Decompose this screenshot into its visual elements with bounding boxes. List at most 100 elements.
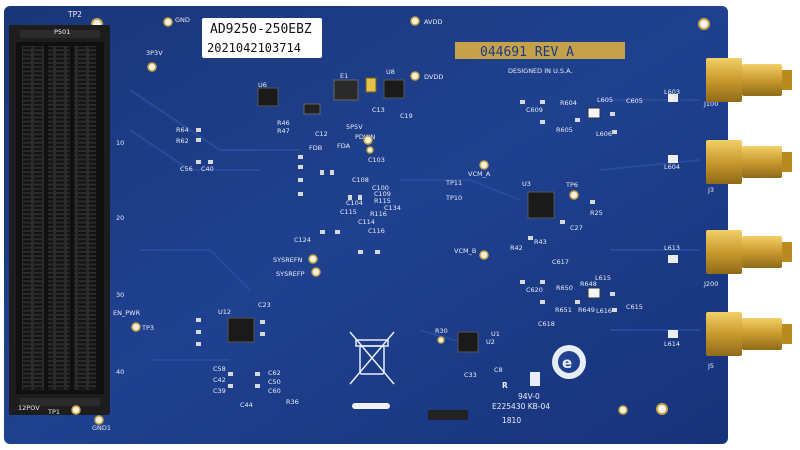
- en-pwr-label: EN_PWR: [113, 309, 141, 317]
- board-marking: [428, 410, 468, 420]
- r648-label: R648: [580, 280, 597, 288]
- p501-label: P501: [54, 28, 70, 36]
- c100-label: C100: [372, 184, 389, 192]
- r36-label: R36: [286, 398, 299, 406]
- u8-label: U8: [386, 68, 395, 76]
- r47-label: R47: [277, 127, 290, 135]
- r651-label: R651: [555, 306, 572, 314]
- vcm-b-label: VCM_B: [454, 247, 476, 255]
- silkscreen-labels: TP2 P501 GND AVDD DVDD 3P3V 5P5V PDWN FD…: [18, 10, 718, 432]
- tp6-label: TP6: [565, 181, 578, 189]
- ul-file: E225430 KB-04: [492, 402, 550, 411]
- l614-label: L614: [664, 340, 680, 348]
- r42-label: R42: [510, 244, 523, 252]
- integrated-circuits: [227, 77, 678, 353]
- c103-label: C103: [368, 156, 385, 164]
- c58-label: C58: [213, 365, 226, 373]
- c8-label: C8: [494, 366, 503, 374]
- u6-label: U6: [258, 81, 267, 89]
- sma-connector-j200: [706, 230, 792, 274]
- c12-label: C12: [315, 130, 328, 138]
- c617-label: C617: [552, 258, 569, 266]
- 5p5v-label: 5P5V: [346, 123, 363, 131]
- c33-label: C33: [464, 371, 477, 379]
- r605-label: R605: [556, 126, 573, 134]
- product-name: AD9250-250EBZ: [210, 22, 312, 37]
- u6-chip: [257, 87, 279, 107]
- l616-label: L616: [596, 307, 612, 315]
- sysrefp-label: SYSREFP: [276, 270, 305, 278]
- u3-label: U3: [522, 180, 531, 188]
- c609-label: C609: [526, 106, 543, 114]
- sma-connector-j3: [706, 140, 792, 184]
- c62-label: C62: [268, 369, 281, 377]
- fmc-connector: [9, 25, 110, 415]
- r43-label: R43: [534, 238, 547, 246]
- r604-label: R604: [560, 99, 577, 107]
- r116-label: R116: [370, 210, 387, 218]
- r62-label: R62: [176, 137, 189, 145]
- pin10-label: 10: [116, 139, 124, 147]
- c44-label: C44: [240, 401, 253, 409]
- avdd-label: AVDD: [424, 18, 443, 26]
- serial-number: 2021042103714: [207, 41, 301, 55]
- r649-label: R649: [578, 306, 595, 314]
- e1-inductor: [333, 79, 359, 101]
- tp1-label: TP1: [47, 408, 60, 416]
- recycle-e-icon: e: [552, 345, 586, 379]
- gnd1-label: GND1: [92, 424, 111, 432]
- c116-label: C116: [368, 227, 385, 235]
- 3p3v-label: 3P3V: [146, 49, 163, 57]
- c104-label: C104: [346, 199, 363, 207]
- tp11-label: TP11: [445, 179, 462, 187]
- c109-label: C109: [374, 190, 391, 198]
- bin-underline: [352, 403, 390, 409]
- dvdd-label: DVDD: [424, 73, 443, 81]
- svg-text:R: R: [502, 381, 508, 390]
- j100-label: J100: [703, 100, 718, 108]
- j200-label: J200: [703, 280, 718, 288]
- l605-label: L605: [597, 96, 613, 104]
- tp2-label: TP2: [67, 10, 82, 19]
- pin40-label: 40: [116, 368, 124, 376]
- c605-label: C605: [626, 97, 643, 105]
- u12-label: U12: [218, 308, 231, 316]
- c114-label: C114: [358, 218, 375, 226]
- l603-label: L603: [664, 88, 680, 96]
- r64-label: R64: [176, 126, 189, 134]
- copper-traces: [129, 89, 701, 361]
- c615-label: C615: [626, 303, 643, 311]
- passive-components: [196, 100, 617, 388]
- vcm-a-label: VCM_A: [468, 170, 491, 178]
- r25-label: R25: [590, 209, 603, 217]
- u3-adc-chip: [527, 191, 555, 219]
- j3-label: J3: [707, 186, 714, 194]
- c27-label: C27: [570, 224, 583, 232]
- u2-chip: [457, 331, 479, 353]
- designed-in-usa: DESIGNED IN U.S.A.: [508, 67, 573, 75]
- sysrefn-label: SYSREFN: [273, 256, 303, 264]
- u12-chip: [227, 317, 255, 343]
- c40-label: C40: [201, 165, 214, 173]
- pin20-label: 20: [116, 214, 124, 222]
- part-number-plate: [455, 42, 625, 59]
- r650-label: R650: [556, 284, 573, 292]
- u2-label: U2: [486, 338, 495, 346]
- tp3-label: TP3: [141, 324, 154, 332]
- c115-label: C115: [340, 208, 357, 216]
- pin30-label: 30: [116, 291, 124, 299]
- u8-chip: [383, 79, 405, 99]
- c39-label: C39: [213, 387, 226, 395]
- date-code: 1810: [502, 416, 521, 425]
- 12pov-label: 12POV: [18, 404, 40, 412]
- l604-label: L604: [664, 163, 680, 171]
- c56-label: C56: [180, 165, 193, 173]
- c108-label: C108: [352, 176, 369, 184]
- r30-label: R30: [435, 327, 448, 335]
- svg-text:e: e: [562, 354, 572, 372]
- c23-label: C23: [258, 301, 271, 309]
- part-number: 044691 REV A: [480, 45, 574, 60]
- gnd-label: GND: [175, 16, 190, 24]
- e1-label: E1: [340, 72, 348, 80]
- tantalum-cap: [365, 77, 377, 93]
